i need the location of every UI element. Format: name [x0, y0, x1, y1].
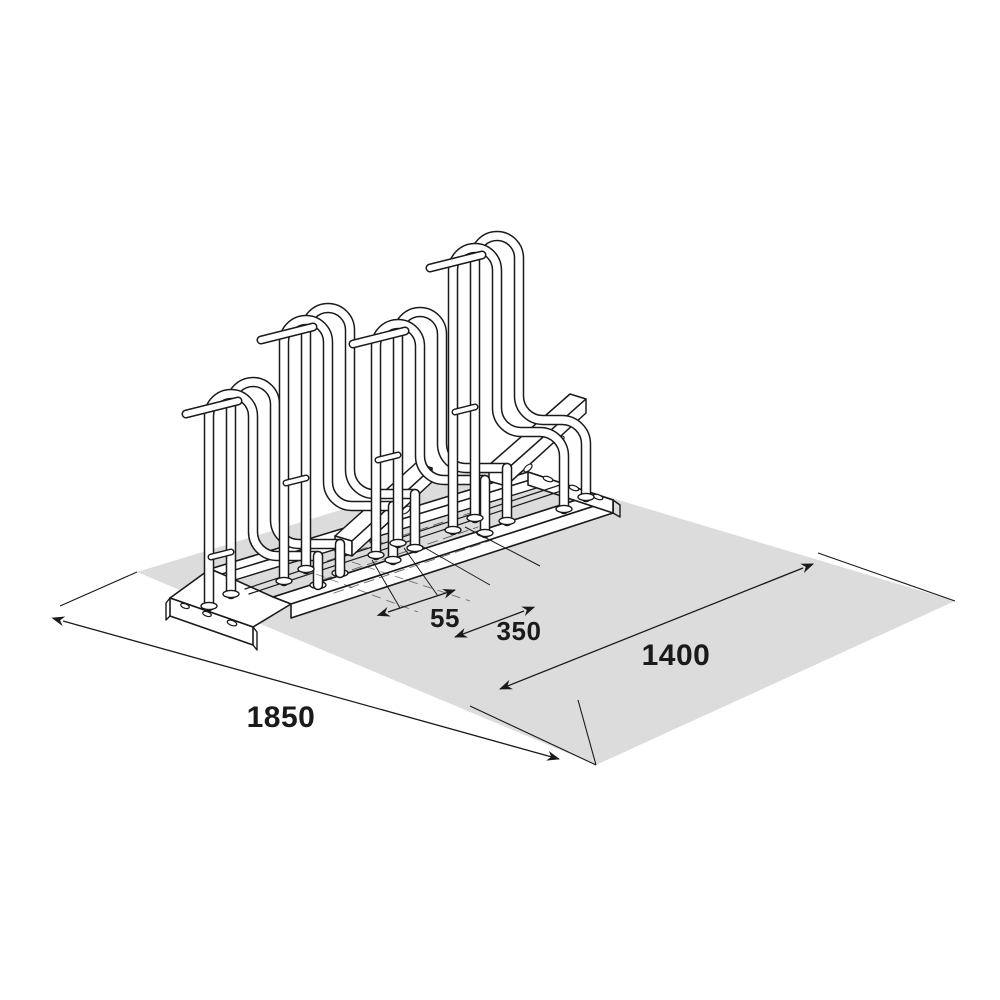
hoop-3-peg-upper-fill [350, 328, 408, 347]
projection-line-2 [351, 561, 471, 602]
hoop-2-peg-upper-fill [258, 324, 316, 343]
ext-line-1400-near [469, 705, 597, 766]
ext-line-350-b [464, 526, 541, 567]
hoop-4-foot-leg-front [555, 504, 573, 514]
hoop-2-front-tube-fill [280, 316, 397, 585]
base-endplate-right-edge [612, 499, 621, 518]
hoop-3 [348, 306, 516, 561]
dimension-label-1850: 1850 [247, 701, 316, 734]
cross-brace-2-hole-1 [523, 463, 533, 473]
hoop-3-foot-back [389, 538, 407, 548]
hoop-2-foot-leg-back [406, 543, 424, 553]
ext-line-1400-far [817, 552, 956, 602]
mounting-hole-right-2 [568, 484, 580, 492]
projection-line-1 [315, 573, 419, 613]
hoop-3-foot-leg-back [498, 516, 516, 526]
ext-line-55-b [403, 547, 439, 597]
ext-line-1850-right [577, 699, 597, 766]
hoop-1-stub-lower-fill [208, 549, 234, 560]
hoop-4-foot-front [444, 525, 462, 535]
hoop-4-foot-leg-back [577, 492, 595, 502]
dimension-label-350: 350 [497, 616, 542, 646]
mounting-hole-left-2 [202, 610, 212, 618]
hoop-3-stub-lower-fill [375, 452, 401, 463]
hoop-4-front-tube-fill [449, 244, 568, 534]
hoop-4 [425, 230, 595, 536]
dimension-annotations [51, 526, 956, 766]
hoop-4-peg-upper-fill [427, 252, 485, 271]
hoop-1-peg-upper-fill [183, 398, 241, 417]
bike-rack-assembly [165, 230, 621, 651]
base-hidden-line-3 [333, 539, 493, 594]
hoop-4-back-tube-fill [471, 232, 590, 522]
mounting-hole-left-1 [180, 602, 190, 610]
hoop-2-foot-front [275, 576, 293, 586]
hoop-3-front-tube-fill [372, 320, 489, 559]
dim-line-1400 [499, 563, 815, 690]
hoop-3-foot-front [367, 550, 385, 560]
ext-line-350-a [419, 544, 491, 586]
hoop-1-front-tube-fill [205, 390, 322, 610]
hoop-4-stub-lower-fill [452, 404, 478, 415]
hoop-1-foot-back [222, 589, 240, 599]
dim-line-1850 [51, 616, 560, 761]
hoop-2-stub-lower-fill [283, 475, 309, 486]
dim-line-55 [376, 588, 456, 617]
hoop-2-foot-back [297, 564, 315, 574]
ext-line-1850-left [59, 571, 138, 607]
dimension-label-55: 55 [430, 603, 460, 633]
hoop-2-foot-leg-front [384, 555, 402, 565]
hoop-3-foot-leg-front [476, 528, 494, 538]
hoop-4-foot-back [466, 513, 484, 523]
dimension-label-1400: 1400 [642, 639, 711, 672]
base-hidden-line-2 [321, 526, 479, 581]
dim-line-350 [454, 606, 536, 638]
hoop-1-foot-front [200, 601, 218, 611]
mounting-hole-right-1 [542, 475, 554, 483]
base-rail-front-inner-edge [272, 493, 596, 598]
